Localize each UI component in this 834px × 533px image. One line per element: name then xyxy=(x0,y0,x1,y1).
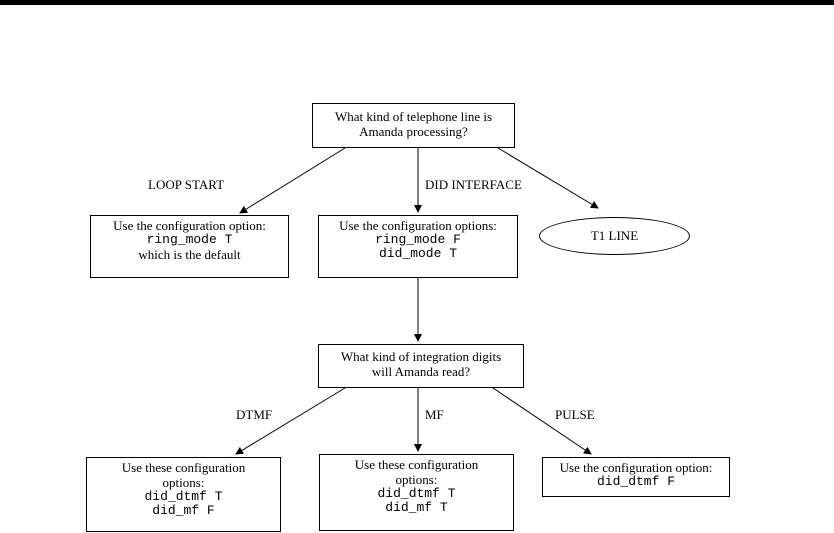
mf-config-box: Use these configuration options: did_dtm… xyxy=(319,454,514,531)
did-code1: ring_mode F xyxy=(375,232,461,247)
loop-start-line1: Use the configuration option: xyxy=(113,218,266,233)
question-telephone-line-box: What kind of telephone line is Amanda pr… xyxy=(312,103,515,148)
question-line-text-2: Amanda processing? xyxy=(359,124,468,139)
did-code2: did_mode T xyxy=(378,246,457,261)
pulse-config-box: Use the configuration option: did_dtmf F xyxy=(542,457,730,497)
did-line1: Use the configuration options: xyxy=(339,218,497,233)
dtmf-code1: did_dtmf T xyxy=(144,489,223,504)
mf-line2: options: xyxy=(395,472,438,487)
top-border-bar xyxy=(0,0,834,5)
loop-start-line3: which is the default xyxy=(138,247,241,262)
arrow-dtmf xyxy=(235,387,346,455)
label-mf: MF xyxy=(425,407,444,422)
dtmf-code2: did_mf F xyxy=(152,503,215,518)
loop-start-config-box: Use the configuration option: ring_mode … xyxy=(90,215,289,278)
label-dtmf: DTMF xyxy=(236,407,273,422)
arrow-pulse xyxy=(492,387,592,455)
pulse-code1: did_dtmf F xyxy=(596,474,675,489)
dtmf-line2: options: xyxy=(162,475,205,490)
label-loop-start: LOOP START xyxy=(148,177,225,192)
mf-code2: did_mf T xyxy=(385,500,448,515)
dtmf-config-box: Use these configuration options: did_dtm… xyxy=(86,457,281,532)
arrow-loop-start xyxy=(239,147,346,214)
did-config-box: Use the configuration options: ring_mode… xyxy=(318,215,518,278)
label-pulse: PULSE xyxy=(555,407,595,422)
question-line-text-1: What kind of telephone line is xyxy=(334,109,493,124)
question-digits-text-1: What kind of integration digits xyxy=(340,349,502,364)
label-did-interface: DID INTERFACE xyxy=(425,177,522,192)
t1-line-ellipse: T1 LINE xyxy=(539,217,690,255)
question-integration-digits-box: What kind of integration digits will Ama… xyxy=(318,344,524,388)
question-digits-text-2: will Amanda read? xyxy=(371,364,471,379)
loop-start-code1: ring_mode T xyxy=(146,232,233,247)
mf-code1: did_dtmf T xyxy=(377,486,456,501)
mf-line1: Use these configuration xyxy=(354,457,479,472)
pulse-line1: Use the configuration option: xyxy=(559,460,713,475)
dtmf-line1: Use these configuration xyxy=(121,460,246,475)
arrow-t1-line xyxy=(497,147,599,209)
